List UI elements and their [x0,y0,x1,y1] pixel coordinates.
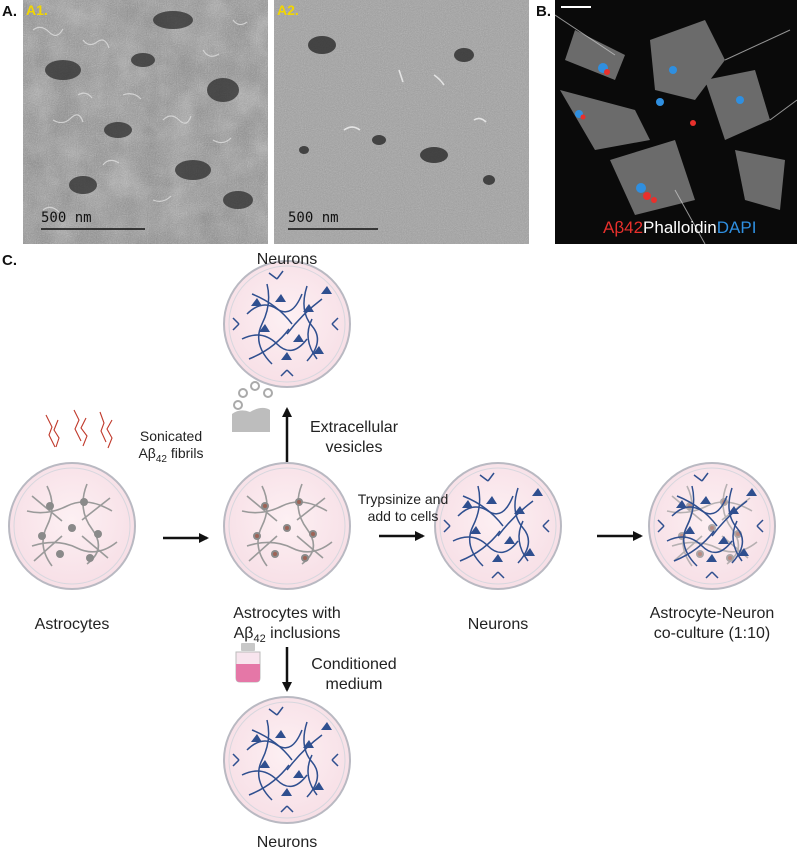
medium-bottle-icon [235,643,261,683]
dish-neurons-middle [434,462,562,590]
label-neurons-bottom: Neurons [256,834,318,851]
scale-text-a1: 500 nm [41,210,92,226]
dish-neurons-top [223,260,351,388]
coculture-line1: Astrocyte-Neuron [649,605,775,622]
stain-phalloidin: Phalloidin [643,218,717,237]
micrograph-a2-image [274,0,529,244]
panel-c-label: C. [2,252,17,269]
label-neurons-middle: Neurons [467,616,529,633]
stain-dapi: DAPI [716,218,757,237]
panel-a1-label: A1. [26,2,48,18]
sonicated-line2: Aβ42 fibrils [138,445,204,465]
label-astrocytes: Astrocytes [34,616,110,633]
label-neurons-top: Neurons [256,251,318,268]
scale-text-a2: 500 nm [288,210,339,226]
label-astrocytes-inclusions: Astrocytes with Aβ42 inclusions [212,604,362,649]
fluorescence-cells [555,6,797,244]
dish-astrocytes-inclusions [223,462,351,590]
dish-astrocytes [8,462,136,590]
fluorescence-image-b: Aβ42PhalloidinDAPI [555,0,797,244]
ev-line1: Extracellular [309,419,399,436]
fibrils-icon [45,409,113,449]
label-conditioned-medium: Conditioned medium [304,655,404,695]
panel-a-label: A. [2,3,17,20]
label-sonicated-fibrils: Sonicated Aβ42 fibrils [126,428,216,468]
sonicated-line1: Sonicated [139,428,203,444]
vesicles-icon [232,381,273,432]
coculture-line2: co-culture (1:10) [653,625,771,642]
micrograph-a1: A1. 500 nm [23,0,268,244]
astro-incl-line1: Astrocytes with [233,605,341,622]
label-trypsinize: Trypsinize and add to cells [348,491,458,525]
trypsin-line2: add to cells [367,508,439,524]
ev-line2: vesicles [325,439,383,456]
micrograph-a2: A2. 500 nm [274,0,529,244]
stain-legend: Aβ42PhalloidinDAPI [603,218,756,238]
micrograph-a1-image [23,0,268,244]
panel-b-label: B. [536,3,551,20]
label-coculture: Astrocyte-Neuron co-culture (1:10) [632,604,792,644]
dish-neurons-bottom [223,696,351,824]
trypsin-line1: Trypsinize and [357,491,449,507]
panel-a2-label: A2. [277,2,299,18]
dish-coculture [648,462,776,590]
stain-abeta: Aβ42 [603,218,644,237]
cm-line2: medium [325,676,383,693]
label-extracellular-vesicles: Extracellular vesicles [304,418,404,458]
astro-incl-line2: Aβ42 inclusions [233,625,341,646]
cm-line1: Conditioned [311,656,397,673]
